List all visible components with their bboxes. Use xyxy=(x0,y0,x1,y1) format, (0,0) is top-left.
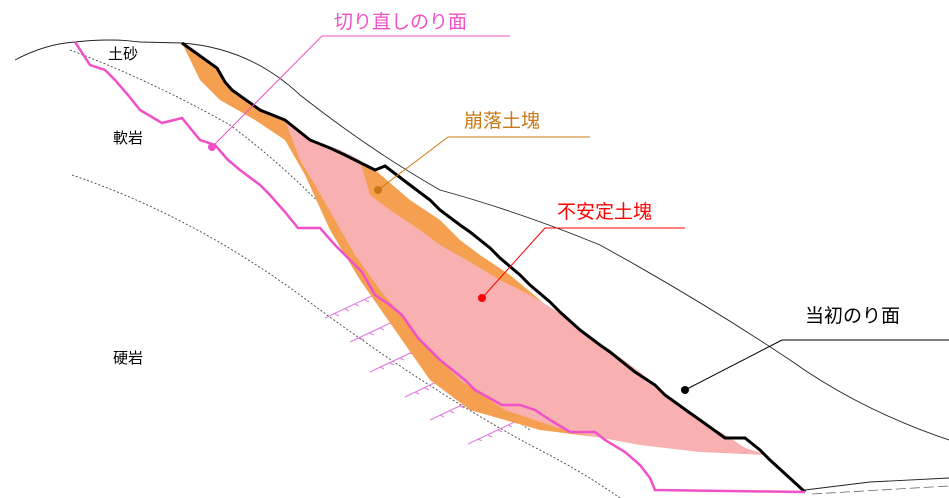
collapsed-mass-label: 崩落土塊 xyxy=(464,110,540,132)
recut-slope-leader xyxy=(211,35,323,148)
unstable-mass-leader xyxy=(481,227,546,299)
unstable-mass-area xyxy=(285,120,767,455)
collapsed-mass-leader xyxy=(377,136,449,191)
recut-slope-marker xyxy=(208,143,216,151)
original-slope-marker xyxy=(681,386,689,394)
layer-label-soil: 土砂 xyxy=(108,45,138,63)
collapsed-mass-area xyxy=(182,43,767,455)
layer-label-hard-rock: 硬岩 xyxy=(113,349,143,367)
recut-slope-label: 切り直しのり面 xyxy=(334,11,467,33)
recut-slope-line[interactable] xyxy=(73,41,806,494)
ground-surface-line xyxy=(14,39,949,441)
original-slope-line[interactable] xyxy=(181,41,807,494)
bolt-ticks xyxy=(334,294,523,442)
unstable-mass-marker xyxy=(478,294,486,302)
softrock-hardrock-boundary xyxy=(71,174,621,498)
original-slope-leader xyxy=(684,339,783,391)
ground-tail-line xyxy=(804,477,949,491)
collapsed-mass-marker xyxy=(374,186,382,194)
unstable-mass-label: 不安定土塊 xyxy=(557,201,652,223)
ground-tail-dash xyxy=(811,485,949,495)
layer-label-soft-rock: 軟岩 xyxy=(113,129,143,147)
original-slope-label: 当初のり面 xyxy=(805,305,900,327)
